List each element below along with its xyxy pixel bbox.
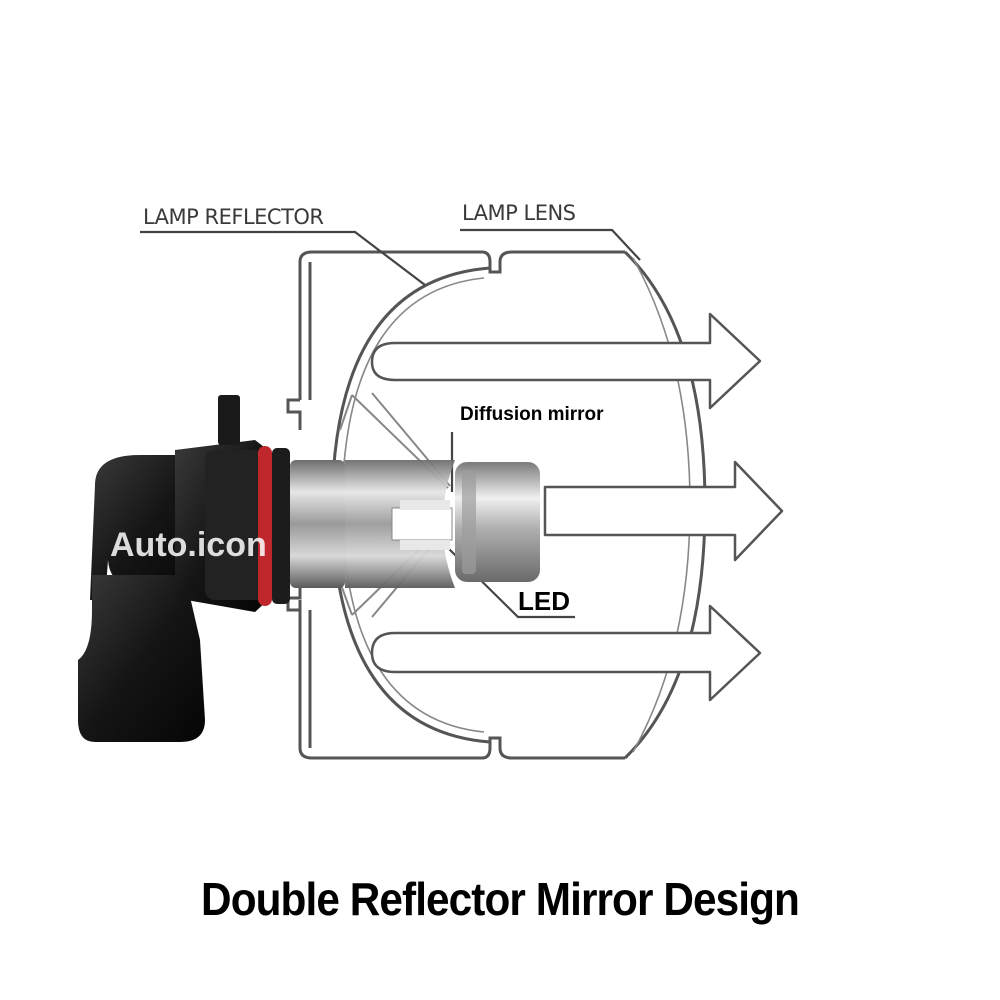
housing-outer-bottom xyxy=(298,600,625,760)
lens-leader xyxy=(460,228,641,261)
diagram-caption: Double Reflector Mirror Design xyxy=(201,873,800,925)
reflector-leader xyxy=(140,230,426,286)
bulb-connector-lower xyxy=(78,575,205,742)
light-beam-arrow-icon xyxy=(543,460,784,562)
bulb-locking-tab xyxy=(218,395,240,445)
lamp-lens-label: LAMP LENS xyxy=(462,201,576,225)
led-chip xyxy=(391,507,453,541)
bulb-flange xyxy=(205,450,265,600)
led-label: LED xyxy=(518,586,570,616)
light-beam-arrows xyxy=(370,312,784,702)
bulb-metal-body xyxy=(290,460,345,588)
light-beam-arrow-icon xyxy=(370,604,762,702)
lamp-housing xyxy=(286,250,625,760)
lamp-reflector-label: LAMP REFLECTOR xyxy=(143,205,324,229)
bulb-front-cap xyxy=(455,462,540,582)
light-beam-arrow-icon xyxy=(370,312,762,410)
led-bulb-icon xyxy=(78,395,540,742)
housing-clip-top xyxy=(286,398,302,430)
bulb-oring xyxy=(258,446,272,606)
housing-outer-top xyxy=(298,250,625,400)
diffusion-mirror-label: Diffusion mirror xyxy=(460,404,604,425)
watermark-text: Auto.icon xyxy=(110,526,267,564)
